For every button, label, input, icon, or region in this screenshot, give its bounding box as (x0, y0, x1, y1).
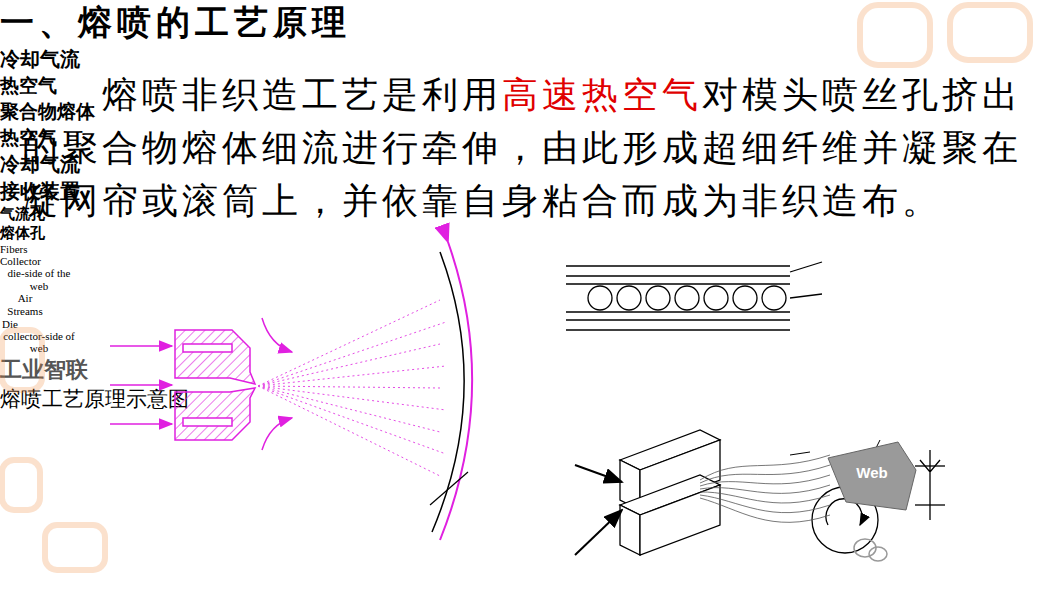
air-streams-label: Air Streams (0, 292, 50, 317)
web-shape: Web (826, 440, 918, 512)
figure-caption: 熔喷工艺原理示意图 (0, 385, 1045, 413)
web-side-label: die-side of the web (0, 267, 78, 292)
watermark: 工业智联 (0, 355, 1045, 385)
body-paragraph: 熔喷非织造工艺是利用高速热空气对模头喷丝孔挤出的聚合物熔体细流进行牵伸，由此形成… (22, 68, 1032, 227)
body-text: 熔喷非织造工艺是利用 (102, 74, 502, 115)
collector-label: Collector (0, 255, 1045, 267)
web-label: Web (826, 464, 918, 481)
cooling-air-label: 冷却气流 (0, 46, 1045, 73)
highlight-text: 高速热空气 (502, 74, 702, 115)
melt-hole-label: 熔体孔 (0, 224, 1045, 243)
die-label: Die (0, 318, 1045, 330)
fibers-label: Fibers (0, 243, 1045, 255)
